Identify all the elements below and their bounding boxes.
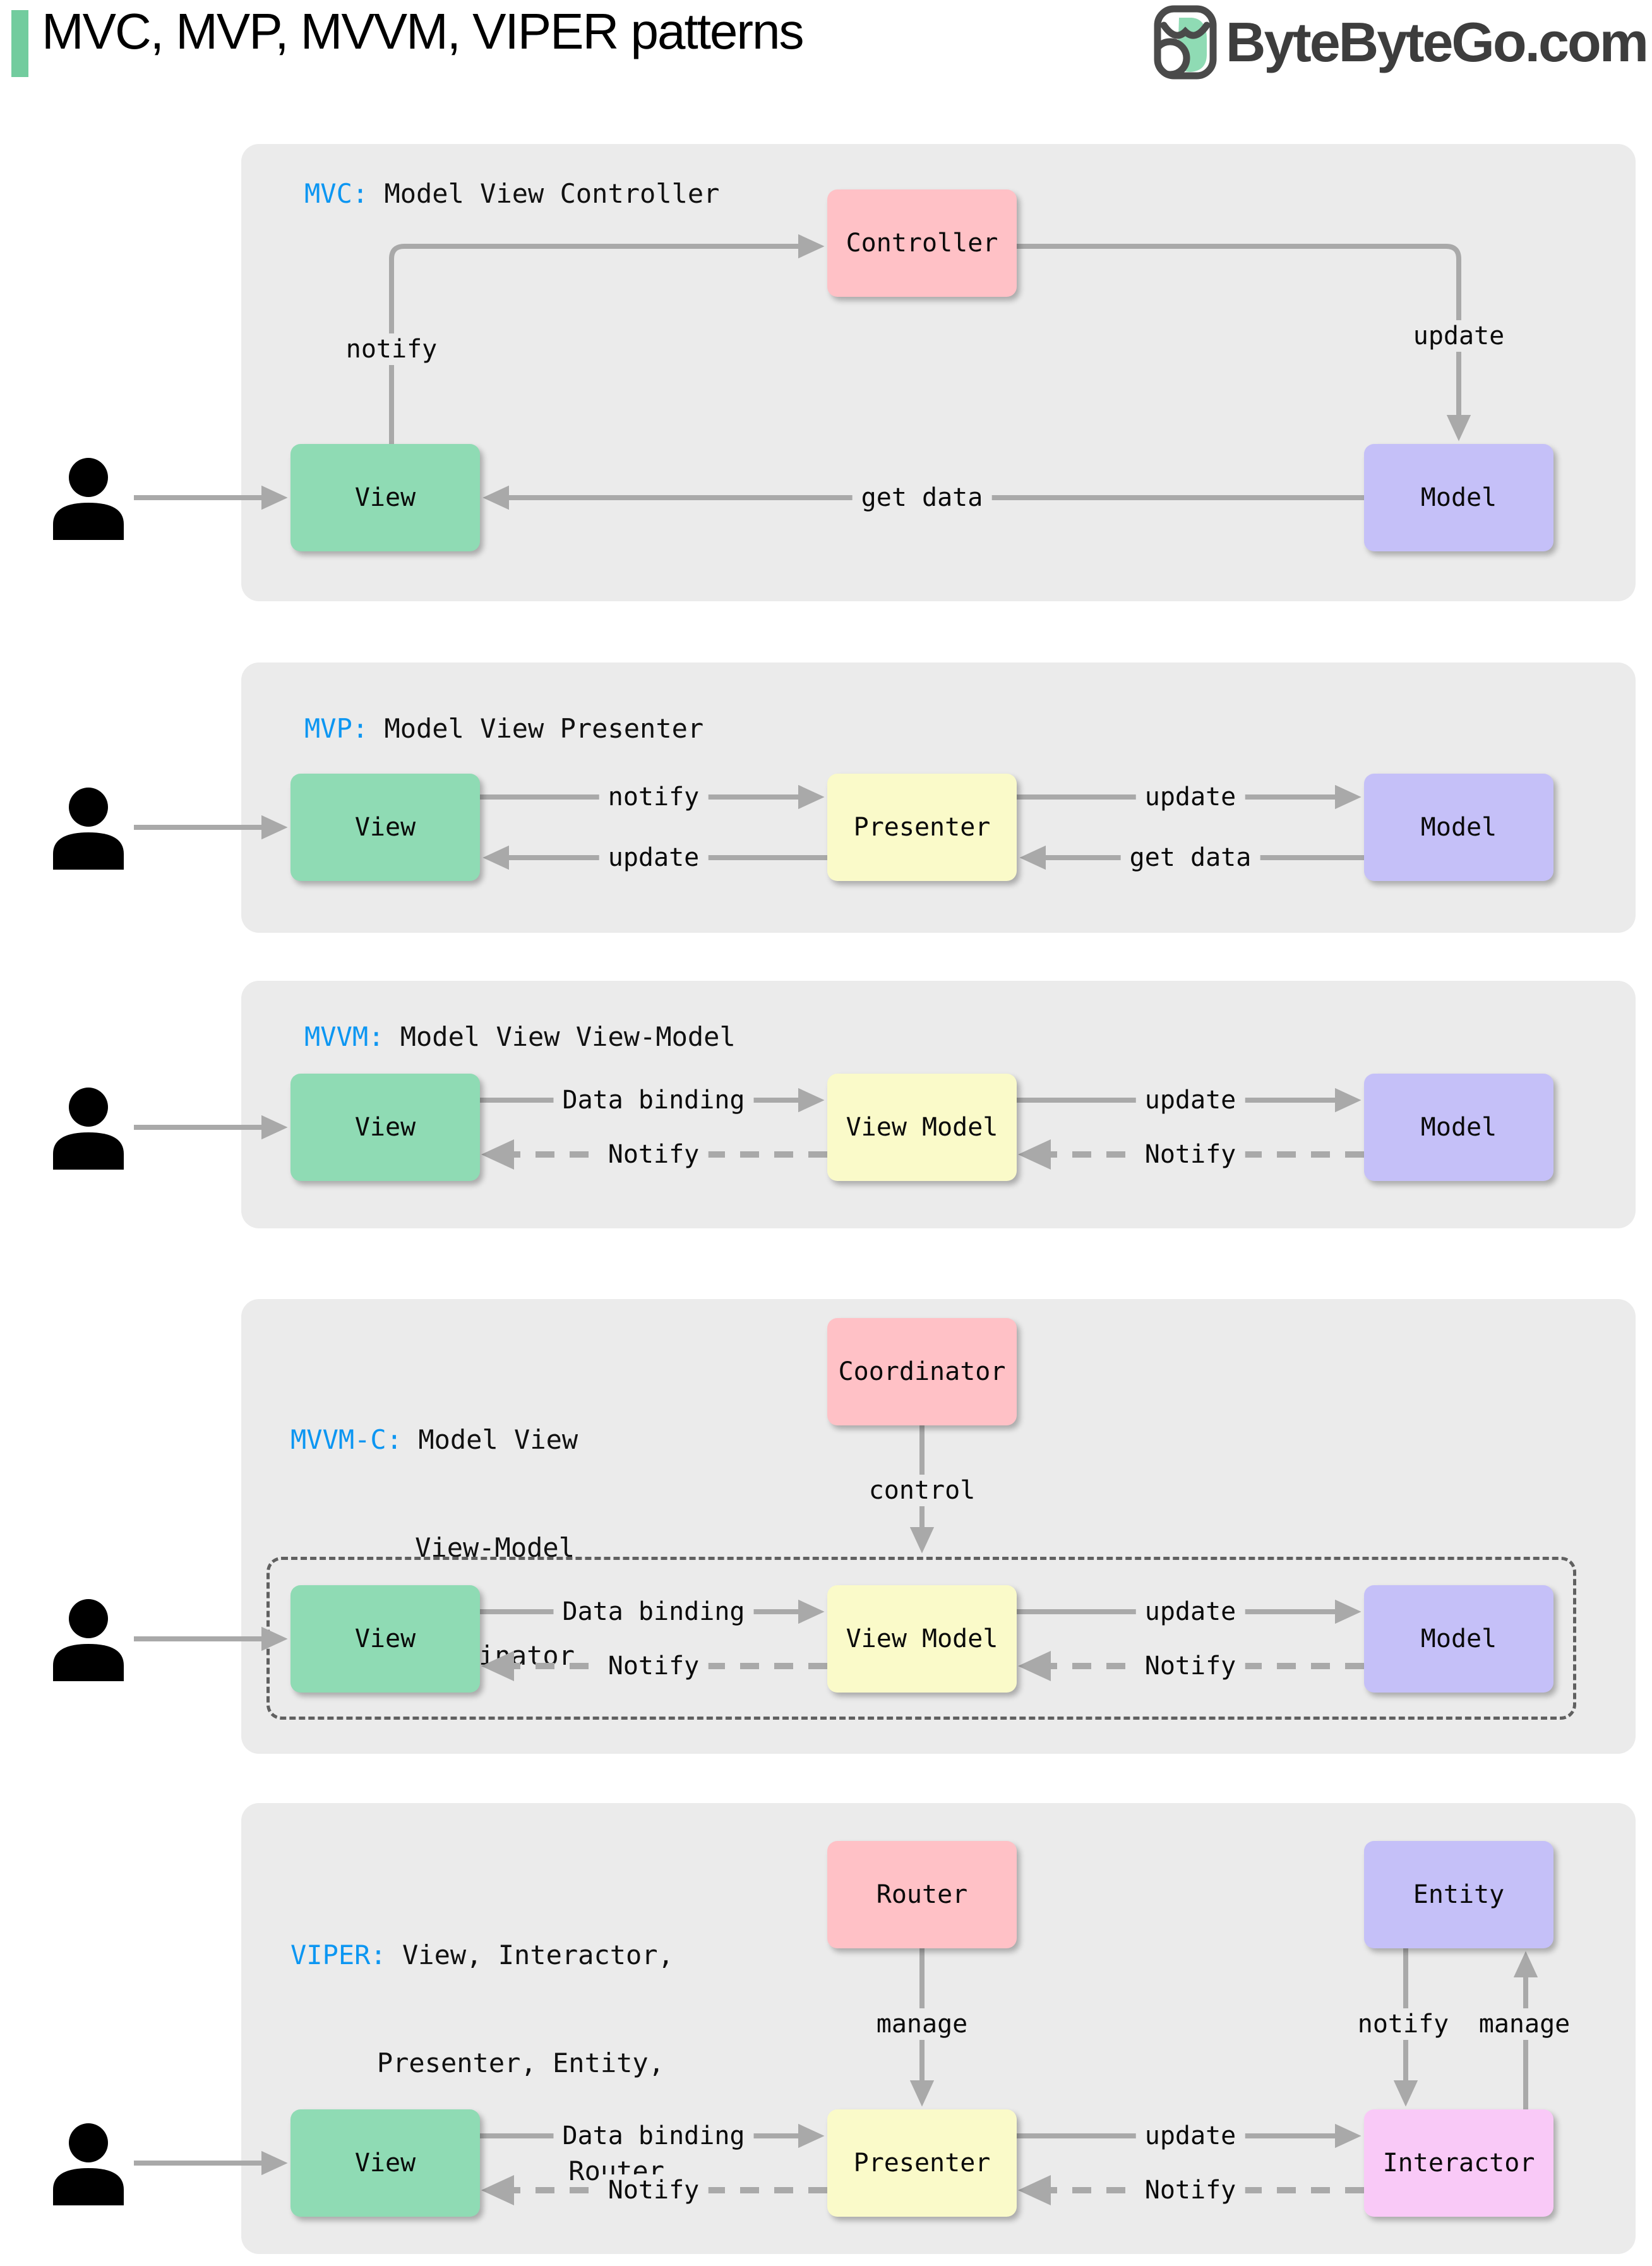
box-controller: Controller xyxy=(827,189,1017,297)
box-interactor: Interactor xyxy=(1364,2109,1553,2217)
brand-logo: ByteByteGo.com xyxy=(1154,5,1649,80)
edge-label-notify: Notify xyxy=(1135,1650,1245,1682)
box-model: Model xyxy=(1364,1074,1553,1181)
box-view: View xyxy=(290,2109,480,2217)
panel-mvc-title: MVC: Model View Controller xyxy=(304,176,719,212)
edge-label-update: update xyxy=(1135,781,1245,813)
user-icon xyxy=(53,788,124,870)
panel-mvvm-tag: MVVM: xyxy=(304,1021,385,1052)
user-icon xyxy=(53,458,124,540)
panel-mvc-tag: MVC: xyxy=(304,178,369,209)
box-model: Model xyxy=(1364,1585,1553,1693)
edge-label-notify: Notify xyxy=(1135,2174,1245,2206)
panel-mvvm-c: MVVM-C: Model View View-Model Coordinato… xyxy=(241,1299,1636,1754)
edge-label-notify: Notify xyxy=(1135,1139,1245,1170)
user-icon xyxy=(53,1599,124,1681)
panel-mvvm-title: MVVM: Model View View-Model xyxy=(304,1019,736,1055)
title-accent-bar xyxy=(11,10,28,77)
panel-mvvm-c-title-text: Model View xyxy=(418,1424,578,1455)
panel-mvc-title-text: Model View Controller xyxy=(384,178,720,209)
box-router: Router xyxy=(827,1841,1017,1948)
box-entity: Entity xyxy=(1364,1841,1553,1948)
edge-label-data-binding: Data binding xyxy=(553,1084,754,1116)
box-view: View xyxy=(290,774,480,881)
panel-mvp-title-text: Model View Presenter xyxy=(384,713,704,744)
panel-mvc: MVC: Model View Controller Controller Vi… xyxy=(241,144,1636,601)
panel-viper-title-text: View, Interactor, xyxy=(402,1939,674,1970)
panel-mvvm: MVVM: Model View View-Model View View Mo… xyxy=(241,981,1636,1228)
panel-viper-tag: VIPER: xyxy=(290,1939,386,1970)
edge-label-manage: manage xyxy=(1475,2008,1574,2040)
edge-label-notify: Notify xyxy=(599,2174,709,2206)
box-coordinator: Coordinator xyxy=(827,1318,1017,1425)
box-presenter: Presenter xyxy=(827,774,1017,881)
box-model: Model xyxy=(1364,444,1553,551)
bytebytego-logo-icon xyxy=(1154,5,1217,80)
panel-viper-title-line1: VIPER: View, Interactor, xyxy=(290,1937,674,1973)
edge-label-update: update xyxy=(599,842,709,873)
edge-label-notify: notify xyxy=(337,333,446,365)
user-icon xyxy=(53,2123,124,2205)
panel-mvvm-c-title-line1: MVVM-C: Model View xyxy=(290,1422,578,1458)
panel-viper-title: VIPER: View, Interactor, Presenter, Enti… xyxy=(290,1865,674,2261)
edge-label-update: update xyxy=(1135,2120,1245,2152)
edge-label-control: control xyxy=(859,1475,985,1506)
edge-label-notify: notify xyxy=(599,781,709,813)
edge-label-update: update xyxy=(1135,1084,1245,1116)
edge-label-data-binding: Data binding xyxy=(553,1596,754,1628)
panel-mvvm-c-tag: MVVM-C: xyxy=(290,1424,403,1455)
edge-label-get-data: get data xyxy=(1120,842,1260,873)
panel-mvp-tag: MVP: xyxy=(304,713,369,744)
edge-label-data-binding: Data binding xyxy=(553,2120,754,2152)
edge-label-update: update xyxy=(1135,1596,1245,1628)
panel-mvp: MVP: Model View Presenter View Presenter… xyxy=(241,662,1636,933)
box-view-model: View Model xyxy=(827,1074,1017,1181)
edge-label-notify: Notify xyxy=(599,1650,709,1682)
panel-mvvm-title-text: Model View View-Model xyxy=(400,1021,736,1052)
box-presenter: Presenter xyxy=(827,2109,1017,2217)
user-icon xyxy=(53,1088,124,1170)
page-title: MVC, MVP, MVVM, VIPER patterns xyxy=(42,3,805,59)
box-view: View xyxy=(290,444,480,551)
box-view: View xyxy=(290,1585,480,1693)
box-model: Model xyxy=(1364,774,1553,881)
edge-label-notify: notify xyxy=(1353,2008,1453,2040)
edge-label-notify: Notify xyxy=(599,1139,709,1170)
edge-label-update: update xyxy=(1404,320,1514,352)
edge-label-manage: manage xyxy=(867,2008,977,2040)
box-view: View xyxy=(290,1074,480,1181)
box-view-model: View Model xyxy=(827,1585,1017,1693)
panel-mvp-title: MVP: Model View Presenter xyxy=(304,710,703,746)
panel-viper-title-line2: Presenter, Entity, xyxy=(376,2047,664,2078)
brand-name: ByteByteGo.com xyxy=(1225,11,1649,73)
edge-label-get-data: get data xyxy=(852,482,992,513)
